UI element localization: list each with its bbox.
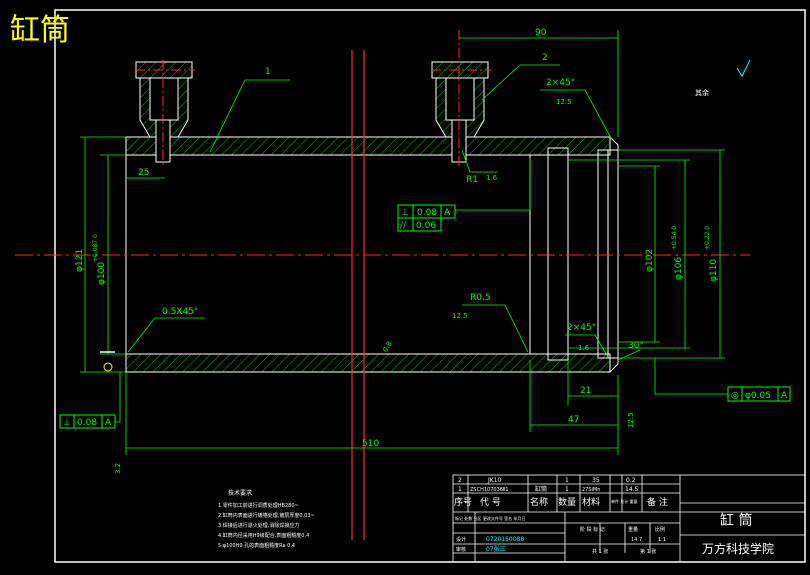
rough-32: 3.2 [114, 463, 122, 474]
bom-table: 2 JK10 1 35 0.2 1 ZSCH107036Ⅱ1 缸筒 1 27Si… [454, 477, 668, 555]
bom-header-code: 代 号 [480, 497, 501, 508]
tb-mass-value: 14.7 [631, 537, 642, 543]
bom-row-1-code: ZSCH107036Ⅱ1 [470, 487, 509, 493]
bom-row-2-qty: 1 [565, 477, 569, 484]
tb-sheet-no: 第 1 张 [640, 548, 656, 555]
bom-row-2-note: 0.2 [626, 477, 636, 484]
gdt-concentricity [727, 386, 791, 402]
gdt-conc-ref: A [781, 391, 788, 401]
rough-125-c: 12.5 [627, 412, 635, 428]
tb-stage: 阶 段 标 记 [580, 526, 605, 533]
gdt-perp2-ref: A [105, 418, 112, 428]
tb-marks-header: 标记 处数 分区 更改文件号 签名 年月日 [455, 515, 525, 521]
tb-part-name: 缸 筒 [720, 512, 752, 529]
wall-bottom [125, 353, 611, 373]
tb-school: 万方科技学院 [702, 541, 774, 556]
bom-row-2-material: 35 [592, 477, 600, 484]
bom-header-name: 名称 [530, 496, 548, 508]
gdt-conc-symbol: ◎ [731, 391, 739, 401]
bom-row-1-no: 1 [458, 486, 462, 493]
rough-16-b: 1.6 [578, 344, 590, 352]
dimension-lines [80, 30, 728, 455]
wall-top [125, 136, 611, 156]
roughness-symbol-icon [736, 59, 751, 78]
bom-header-material: 材料 [582, 496, 600, 508]
bom-row-1-name: 缸筒 [535, 485, 547, 493]
gdt-perp1-value: 0.08 [417, 208, 437, 218]
note-line: 2.缸筒内表面进行镀铬处理,镀层厚度0.03~ [218, 512, 315, 519]
dim-dia-106: φ106 [674, 257, 684, 280]
tech-label: 其余 [695, 88, 709, 97]
dim-dia-102: φ102 [645, 249, 655, 272]
bom-row-1-note: 14.5 [625, 486, 639, 493]
bom-row-1-qty: 1 [565, 486, 569, 493]
gdt-perpendicularity-2 [59, 414, 116, 429]
dim-chamfer-right: 2×45° [567, 323, 596, 333]
tb-scale-label: 比例 [655, 526, 665, 533]
bom-header-weight: 单件 总计 重量 [611, 498, 638, 504]
bom-row-2-no: 2 [458, 477, 462, 484]
bom-header-no: 序号 [454, 496, 472, 508]
note-line: 3.焊接后进行退火处理,消除焊接应力 [218, 522, 299, 529]
dim-dia-100: φ100 [97, 262, 107, 285]
note-line: 1.零件加工前进行调质处理HB280~ [218, 502, 299, 509]
gdt-perp2-value: 0.08 [77, 418, 97, 428]
gdt-perp2-symbol: ⊥ [63, 418, 71, 428]
bom-header-qty: 数量 [558, 496, 576, 508]
gdt-conc-value: φ0.05 [745, 391, 771, 401]
leader-1-label: 1 [265, 67, 271, 77]
gdt-perp1-symbol: ⊥ [401, 208, 409, 218]
tb-sheets: 共 1 张 [592, 548, 608, 555]
notes-heading: 技术要求 [228, 489, 252, 497]
note-line: 4.缸筒内径采用H9级配合,表面粗糙度0.4 [218, 532, 309, 539]
dim-tol-100: +0.087 0 [92, 234, 99, 262]
drawing-title: 缸筒 [10, 13, 70, 48]
dim-dia-110: φ110 [709, 259, 719, 282]
title-block [452, 474, 806, 563]
sheet-border [54, 9, 806, 563]
dim-510: 510 [362, 439, 379, 449]
rough-125-a: 12.5 [556, 98, 572, 106]
tb-checker-label: 审核 [456, 546, 466, 553]
dim-47: 47 [568, 415, 579, 425]
dim-25: 25 [138, 168, 149, 178]
gdt-perp1-ref: A [444, 208, 451, 218]
rough-08: 0.8 [381, 340, 393, 354]
port-right [431, 30, 491, 166]
datum-marker [103, 362, 113, 372]
bom-row-1-material: 27SiMn [582, 487, 600, 493]
gdt-para-value: 0.06 [416, 221, 436, 231]
dim-angle-30: 30° [628, 341, 644, 351]
tb-scale-value: 1:1 [658, 537, 666, 543]
dim-chamfer-top: 2×45° [546, 78, 575, 88]
gdt-para-symbol: // [400, 221, 407, 231]
tb-mass-label: 重量 [628, 526, 638, 533]
port-left [135, 60, 195, 166]
dim-tol-106: +0.54 0 [671, 226, 678, 250]
dim-tol-110: +0.22 0 [704, 226, 711, 250]
dim-r05: R0.5 [470, 293, 491, 303]
rough-16: 1.6 [486, 174, 498, 182]
dim-90: 90 [535, 28, 547, 38]
tb-designer-label: 设计 [456, 536, 466, 543]
note-line: 5.φ100H9 孔的表面粗糙度Ra 0.4 [218, 542, 295, 549]
leader-2-label: 2 [542, 53, 548, 63]
dim-chamfer-left: 0.5X45° [162, 307, 198, 317]
tb-checker-value: 07张三 [486, 545, 506, 553]
tb-designer-value: 0720150088 [486, 536, 524, 543]
bom-header-note: 备 注 [647, 496, 668, 508]
rough-125-b: 12.5 [452, 312, 468, 320]
dim-dia-121: φ121 [75, 249, 85, 272]
bom-row-2-code: JK10 [487, 477, 502, 484]
technical-notes: 技术要求 1.零件加工前进行调质处理HB280~ 2.缸筒内表面进行镀铬处理,镀… [218, 489, 315, 549]
dim-21: 21 [580, 386, 591, 396]
dim-r1: R1 [466, 175, 478, 185]
gdt-parallelism [397, 217, 442, 232]
